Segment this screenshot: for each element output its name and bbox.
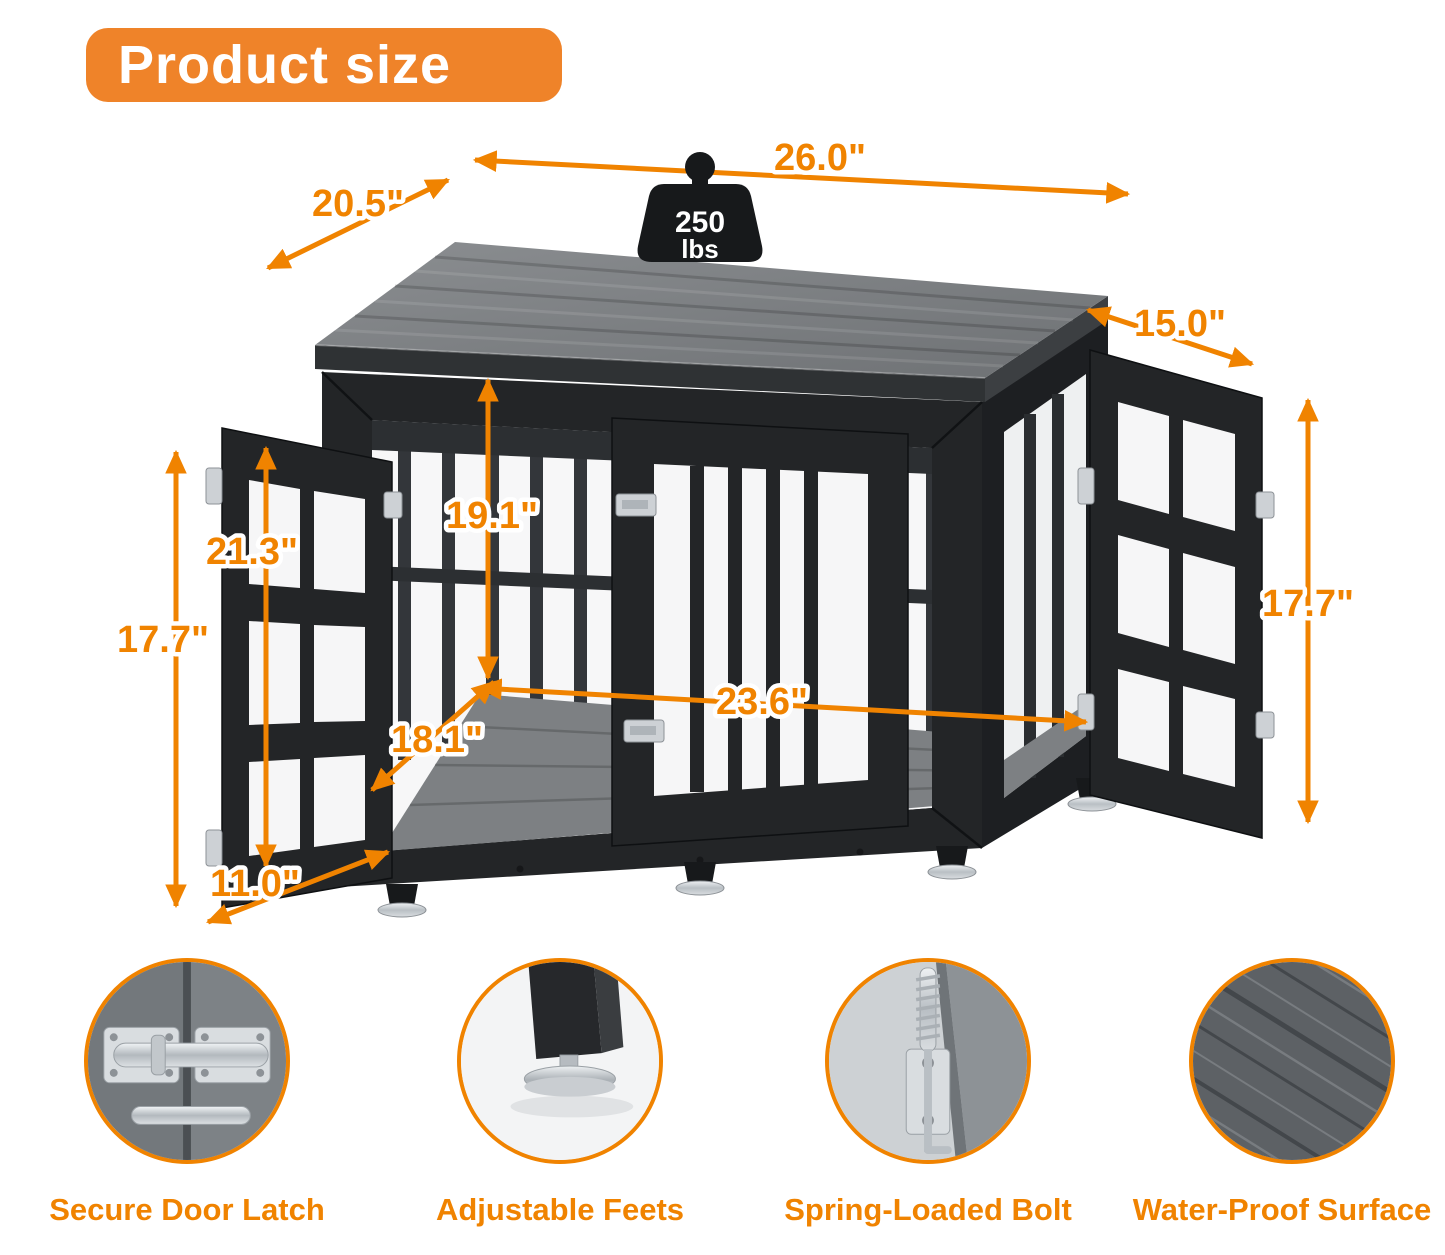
feature-photo-adjustable-feet: [457, 958, 663, 1164]
door-latch-icon: [88, 962, 286, 1160]
feature-photo-spring-bolt: [825, 958, 1031, 1164]
crate-diagram: 250 lbs 26.0" 20.5" 15.0" 21.3" 19.1" 17…: [113, 133, 1359, 925]
label-inner-height: 19.1": [446, 495, 538, 537]
label-left-door-height: 21.3": [206, 531, 298, 573]
left-door-open: [205, 427, 403, 909]
bottom-rail-screws: [516, 848, 864, 873]
wood-grain: [334, 255, 1091, 368]
dimension-arrows: [165, 150, 1319, 925]
front-center-door: [611, 417, 909, 847]
label-inner-width: 23.6": [716, 681, 808, 723]
right-door-panes: [1118, 402, 1235, 787]
weight-unit: lbs: [681, 234, 719, 264]
arrow-top-depth: [266, 177, 450, 271]
arrow-inner-depth: [370, 680, 496, 792]
arrow-inner-width: [477, 678, 1089, 732]
label-top-depth: 20.5": [312, 183, 404, 225]
arrow-right-door-width: [1085, 306, 1255, 368]
title-banner: Product size: [86, 28, 562, 102]
feature-label-spring-bolt: Spring-Loaded Bolt: [784, 1192, 1072, 1227]
arrow-top-length: [472, 150, 1131, 204]
weight-value: 250: [675, 206, 725, 239]
page-title: Product size: [118, 35, 452, 95]
label-right-outer-height: 17.7": [1262, 583, 1354, 625]
crate-top-surface: [314, 242, 1108, 402]
crate-feet: [377, 778, 1117, 918]
feature-label-adjustable-feet: Adjustable Feets: [435, 1192, 685, 1227]
label-inner-depth: 18.1": [391, 719, 483, 761]
wood-texture-icon: [1193, 962, 1391, 1160]
label-left-door-width: 11.0": [210, 863, 300, 905]
adjustable-foot-icon: [461, 962, 659, 1160]
weight-badge: 250 lbs: [637, 152, 763, 264]
label-top-length: 26.0": [774, 137, 866, 179]
spring-bolt-icon: [829, 962, 1027, 1160]
feature-photo-door-latch: [84, 958, 290, 1164]
crate-body: [321, 318, 1108, 890]
feature-label-waterproof-surface: Water-Proof Surface: [1132, 1192, 1432, 1227]
arrow-left-door-width: [205, 849, 391, 925]
dimension-labels: 26.0" 20.5" 15.0" 21.3" 19.1" 17.7" 17.7…: [113, 133, 1359, 910]
feature-label-door-latch: Secure Door Latch: [49, 1192, 325, 1227]
feature-photo-waterproof-surface: [1189, 958, 1395, 1164]
right-door-open: [1077, 349, 1275, 839]
label-right-door-width: 15.0": [1134, 303, 1226, 345]
label-left-outer-height: 17.7": [117, 619, 209, 661]
